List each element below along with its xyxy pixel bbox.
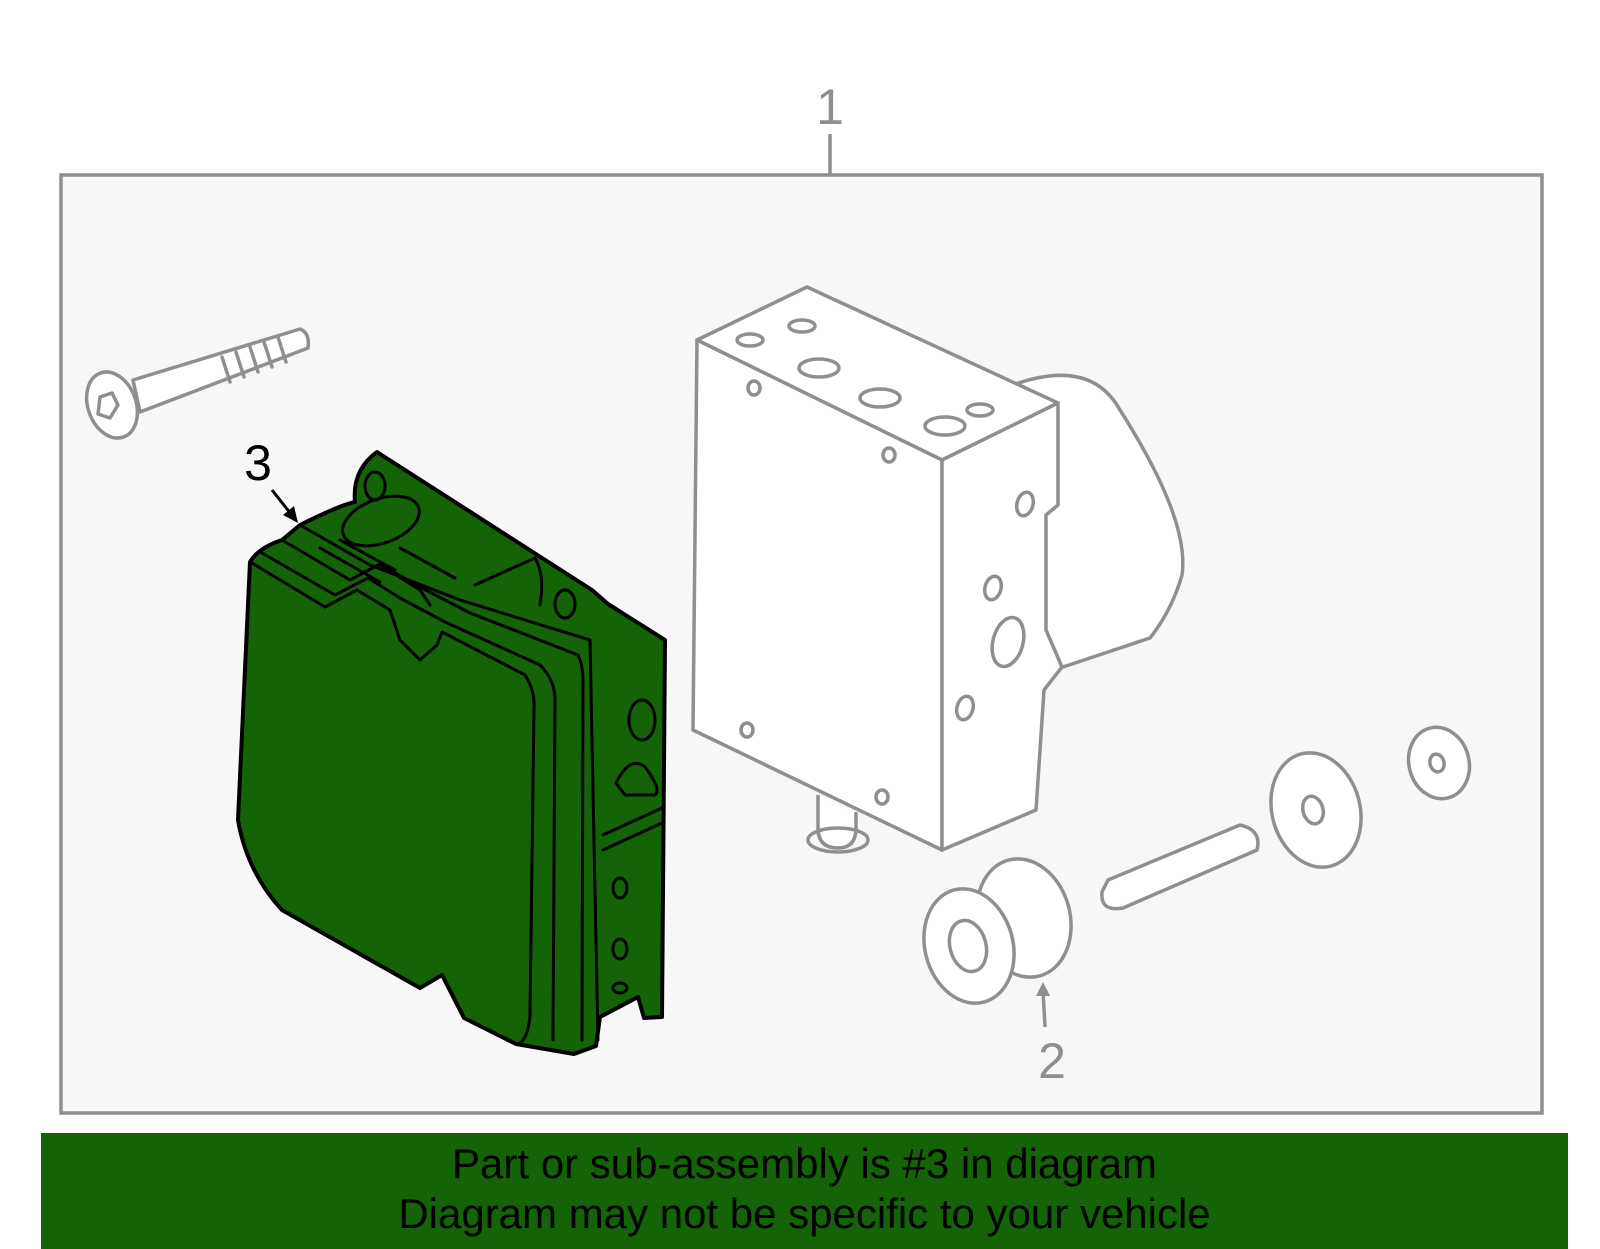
bolt-part [84, 327, 311, 440]
callout-2-leader [1041, 989, 1047, 1028]
callout-3-label[interactable]: 3 [244, 435, 272, 491]
info-banner: Part or sub-assembly is #3 in diagram Di… [41, 1133, 1568, 1249]
abs-hydraulic-unit [691, 285, 1185, 854]
callout-2-arrowhead [1036, 982, 1050, 996]
banner-line-1: Part or sub-assembly is #3 in diagram [452, 1140, 1157, 1187]
banner-line-2: Diagram may not be specific to your vehi… [398, 1190, 1211, 1237]
abs-control-module-highlighted[interactable] [236, 450, 667, 1056]
callout-3-leader [270, 489, 293, 515]
callout-2-label[interactable]: 2 [1038, 1033, 1066, 1089]
callout-3-arrowhead [283, 506, 298, 523]
callout-1-label[interactable]: 1 [816, 79, 844, 135]
isolator-bushings [922, 725, 1472, 1005]
